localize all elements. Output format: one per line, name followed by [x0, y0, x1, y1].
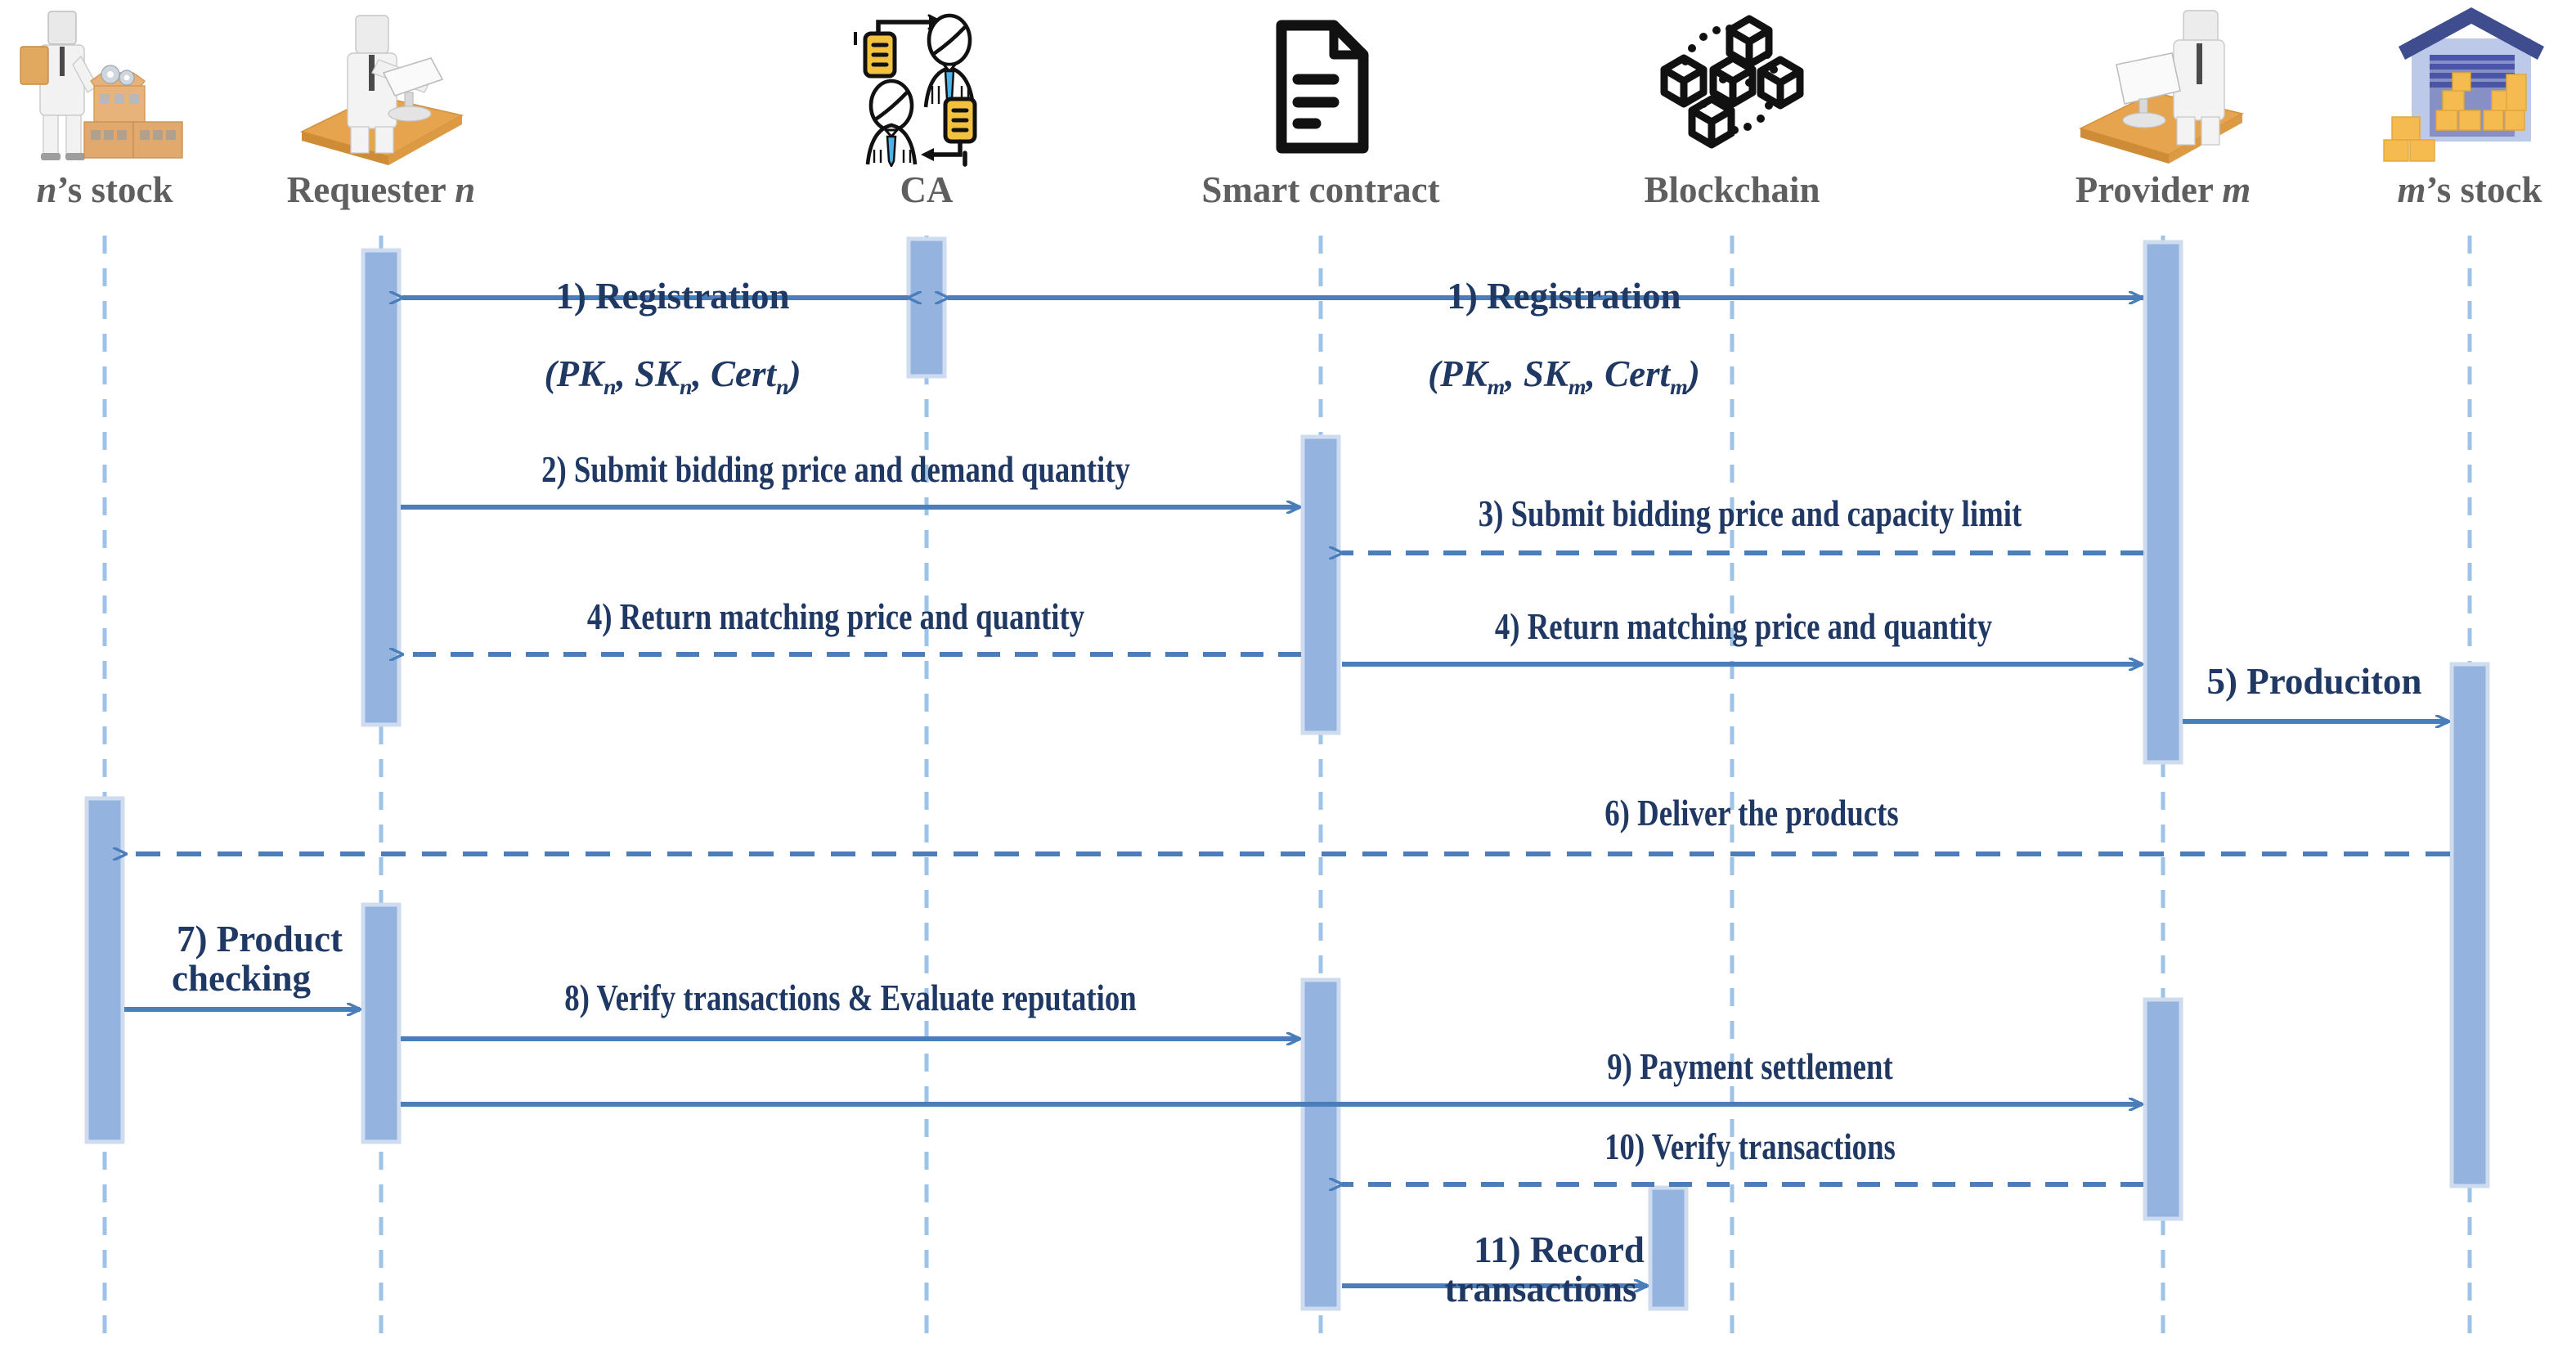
- actor-label: Requester n: [286, 169, 476, 210]
- message-label-4-return-left: 4) Return matching price and quantity: [586, 595, 1085, 637]
- message-label-2-submit-demand: 2) Submit bidding price and demand quant…: [541, 448, 1130, 490]
- worker-with-boxes-icon: [0, 3, 276, 167]
- warehouse-icon: [2298, 3, 2576, 167]
- lifelines: [102, 236, 2472, 1333]
- message-label-9-payment: 9) Payment settlement: [1607, 1045, 1893, 1087]
- actor-label: n’s stock: [36, 169, 173, 210]
- person-at-desk-icon: [1991, 3, 2335, 167]
- blockchain-nodes-icon: [1560, 3, 1904, 167]
- actor-label: Blockchain: [1644, 169, 1820, 210]
- message-label-1-registration-right: 1) Registration (PKm, SKm, Certm): [1428, 276, 1700, 400]
- actor-blockchain: Blockchain: [1560, 3, 1904, 209]
- message-label-3-submit-capacity: 3) Submit bidding price and capacity lim…: [1478, 492, 2022, 534]
- person-at-desk-icon: [209, 3, 553, 167]
- actor-provider: Provider m: [1991, 3, 2335, 209]
- actor-ca: CA: [755, 3, 1098, 209]
- actor-requester: Requester n: [209, 3, 553, 209]
- message-label-6-deliver: 6) Deliver the products: [1604, 792, 1899, 834]
- certificate-authority-icon: [755, 3, 1098, 167]
- actor-label: Provider m: [2075, 169, 2251, 210]
- actor-m-stock: m’s stock: [2298, 3, 2576, 209]
- actor-n-stock: n’s stock: [0, 3, 276, 209]
- actor-label: Smart contract: [1201, 169, 1440, 210]
- actor-label: CA: [900, 169, 954, 210]
- message-label-4-return-right: 4) Return matching price and quantity: [1494, 605, 1993, 647]
- actor-label: m’s stock: [2397, 169, 2542, 210]
- activation-bars: [84, 236, 2490, 1311]
- actor-smart-contract: Smart contract: [1149, 3, 1492, 209]
- message-arrows: [124, 298, 2450, 1286]
- message-label-10-verify-transactions: 10) Verify transactions: [1604, 1126, 1896, 1167]
- message-label-5-production: 5) Produciton: [2206, 661, 2422, 702]
- document-icon: [1149, 3, 1492, 167]
- message-label-8-verify-reputation: 8) Verify transactions & Evaluate reputa…: [564, 977, 1137, 1018]
- message-label-1-registration-left: 1) Registration (PKn, SKn, Certn): [544, 276, 801, 400]
